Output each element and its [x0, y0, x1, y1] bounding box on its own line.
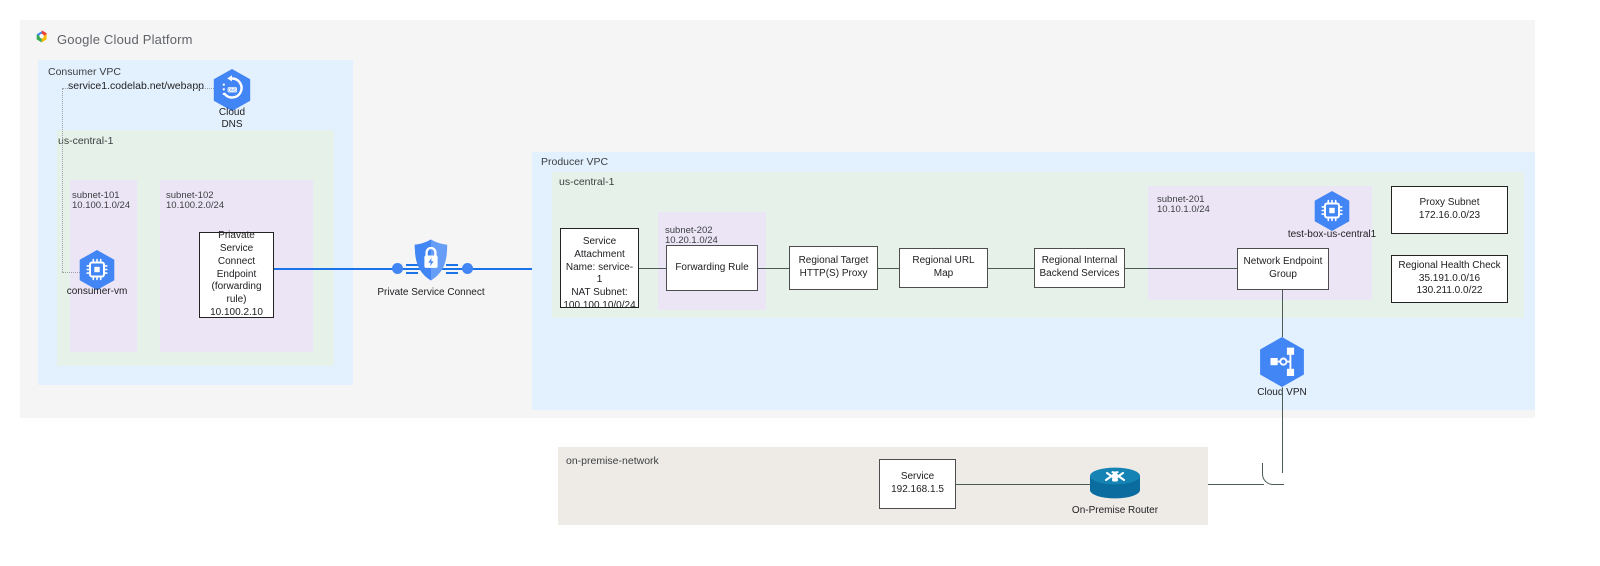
cloud-dns-label-line2: DNS	[221, 119, 243, 130]
regional-url-map-box[interactable]: Regional URL Map	[899, 248, 988, 288]
cloud-dns-icon: DNS	[212, 68, 252, 112]
forwarding-rule-label: Forwarding Rule	[675, 261, 749, 273]
psc-tick-right-upper	[446, 264, 458, 266]
line-vpn-down	[1282, 388, 1283, 473]
target-proxy-line1: Regional Target	[798, 255, 869, 267]
dns-record-label: service1.codelab.net/webapp	[68, 80, 205, 92]
psc-endpoint-line1: Priavate Service	[218, 230, 255, 255]
proxy-subnet-box[interactable]: Proxy Subnet 172.16.0.0/23	[1391, 186, 1508, 234]
network-endpoint-group-box[interactable]: Network Endpoint Group	[1237, 248, 1329, 290]
subnet-201-cidr: 10.10.1.0/24	[1157, 204, 1210, 215]
proxy-subnet-line1: Proxy Subnet	[1419, 197, 1480, 209]
test-box-label: test-box-us-central1	[1287, 229, 1377, 240]
dns-route-corner	[62, 88, 68, 89]
dns-route-vertical	[62, 88, 63, 272]
dns-route-to-vm	[62, 272, 82, 273]
regional-target-proxy-box[interactable]: Regional Target HTTP(S) Proxy	[789, 246, 878, 290]
subnet-201-name: subnet-201	[1157, 194, 1205, 205]
psc-tick-left-lower	[406, 272, 418, 274]
router-icon	[1088, 464, 1142, 505]
subnet-102-name: subnet-102	[166, 190, 214, 201]
backend-services-line2: Backend Services	[1039, 268, 1120, 279]
health-check-line3: 130.211.0.0/22	[1416, 285, 1483, 297]
neg-line1: Network Endpoint	[1243, 256, 1323, 268]
subnet-102-cidr: 10.100.2.0/24	[166, 200, 225, 211]
psc-dot-right	[462, 263, 473, 274]
service-attachment-line5: 100.100.10/0/24	[563, 299, 636, 311]
service-attachment-box[interactable]: Service Attachment Name: service-1 NAT S…	[560, 228, 639, 311]
backend-services-line1: Regional Internal	[1041, 255, 1118, 267]
proxy-subnet-line2: 172.16.0.0/23	[1418, 210, 1481, 221]
psc-endpoint-line4: 10.100.2.10	[210, 307, 263, 318]
psc-endpoint-line3: (forwarding rule)	[211, 281, 262, 306]
cloud-vpn-icon	[1258, 336, 1306, 388]
service-attachment-line4: NAT Subnet:	[571, 287, 628, 299]
line-vpn-corner	[1262, 463, 1284, 485]
target-proxy-line2: HTTP(S) Proxy	[799, 268, 868, 279]
cloud-dns-label-line1: Cloud	[218, 107, 246, 118]
psc-dot-left	[392, 263, 403, 274]
dns-route-to-clouddns	[182, 88, 216, 89]
producer-vpc-label: Producer VPC	[541, 156, 609, 168]
line-service-to-router	[956, 484, 1090, 485]
producer-region-label: us-central-1	[559, 176, 615, 188]
onprem-service-line1: Service	[900, 471, 935, 483]
psc-tick-right-lower	[446, 272, 458, 274]
forwarding-rule-box[interactable]: Forwarding Rule	[666, 245, 758, 291]
service-attachment-line3: Name: service-1	[565, 261, 634, 286]
subnet-202-name: subnet-202	[665, 225, 713, 236]
neg-line2: Group	[1269, 269, 1297, 280]
service-attachment-line2: Attachment	[574, 248, 625, 260]
psc-endpoint-line2: Connect Endpoint	[216, 255, 257, 280]
on-premise-service-box[interactable]: Service 192.168.1.5	[879, 459, 956, 509]
service-attachment-line1: Service	[582, 236, 617, 247]
regional-health-check-box[interactable]: Regional Health Check 35.191.0.0/16 130.…	[1391, 255, 1508, 303]
line-urlmap-to-backend	[988, 268, 1034, 269]
health-check-line2: 35.191.0.0/16	[1418, 272, 1481, 284]
google-cloud-logo-icon	[33, 28, 50, 50]
test-box-vm-icon	[1313, 190, 1351, 232]
gcp-header: Google Cloud Platform	[33, 28, 193, 50]
consumer-vm-label: consumer-vm	[66, 286, 128, 297]
consumer-vm-icon	[78, 249, 116, 291]
regional-backend-services-box[interactable]: Regional Internal Backend Services	[1034, 248, 1125, 288]
gcp-wordmark: Google Cloud Platform	[57, 31, 193, 47]
subnet-202-cidr: 10.20.1.0/24	[665, 235, 718, 246]
on-premise-router-label: On-Premise Router	[1071, 505, 1159, 516]
consumer-vpc-label: Consumer VPC	[48, 66, 121, 78]
url-map-label: Regional URL Map	[912, 255, 975, 279]
line-proxy-to-urlmap	[878, 268, 899, 269]
private-service-connect-shield-icon	[412, 238, 450, 287]
line-backend-to-neg	[1125, 268, 1237, 269]
line-fr-to-proxy	[758, 268, 789, 269]
on-premise-network-label: on-premise-network	[566, 455, 659, 467]
private-service-connect-label: Private Service Connect	[377, 287, 485, 298]
line-sa-to-fr	[639, 268, 666, 269]
onprem-service-line2: 192.168.1.5	[891, 484, 944, 495]
subnet-101-cidr: 10.100.1.0/24	[72, 200, 131, 211]
psc-tick-left-upper	[406, 264, 418, 266]
svg-text:DNS: DNS	[228, 87, 237, 92]
subnet-101-name: subnet-101	[72, 190, 120, 201]
health-check-line1: Regional Health Check	[1398, 259, 1501, 271]
consumer-region-label: us-central-1	[58, 135, 114, 147]
psc-connection-line	[274, 268, 560, 270]
psc-endpoint-box[interactable]: Priavate Service Connect Endpoint (forwa…	[199, 230, 274, 318]
line-neg-to-vpn	[1282, 290, 1283, 337]
